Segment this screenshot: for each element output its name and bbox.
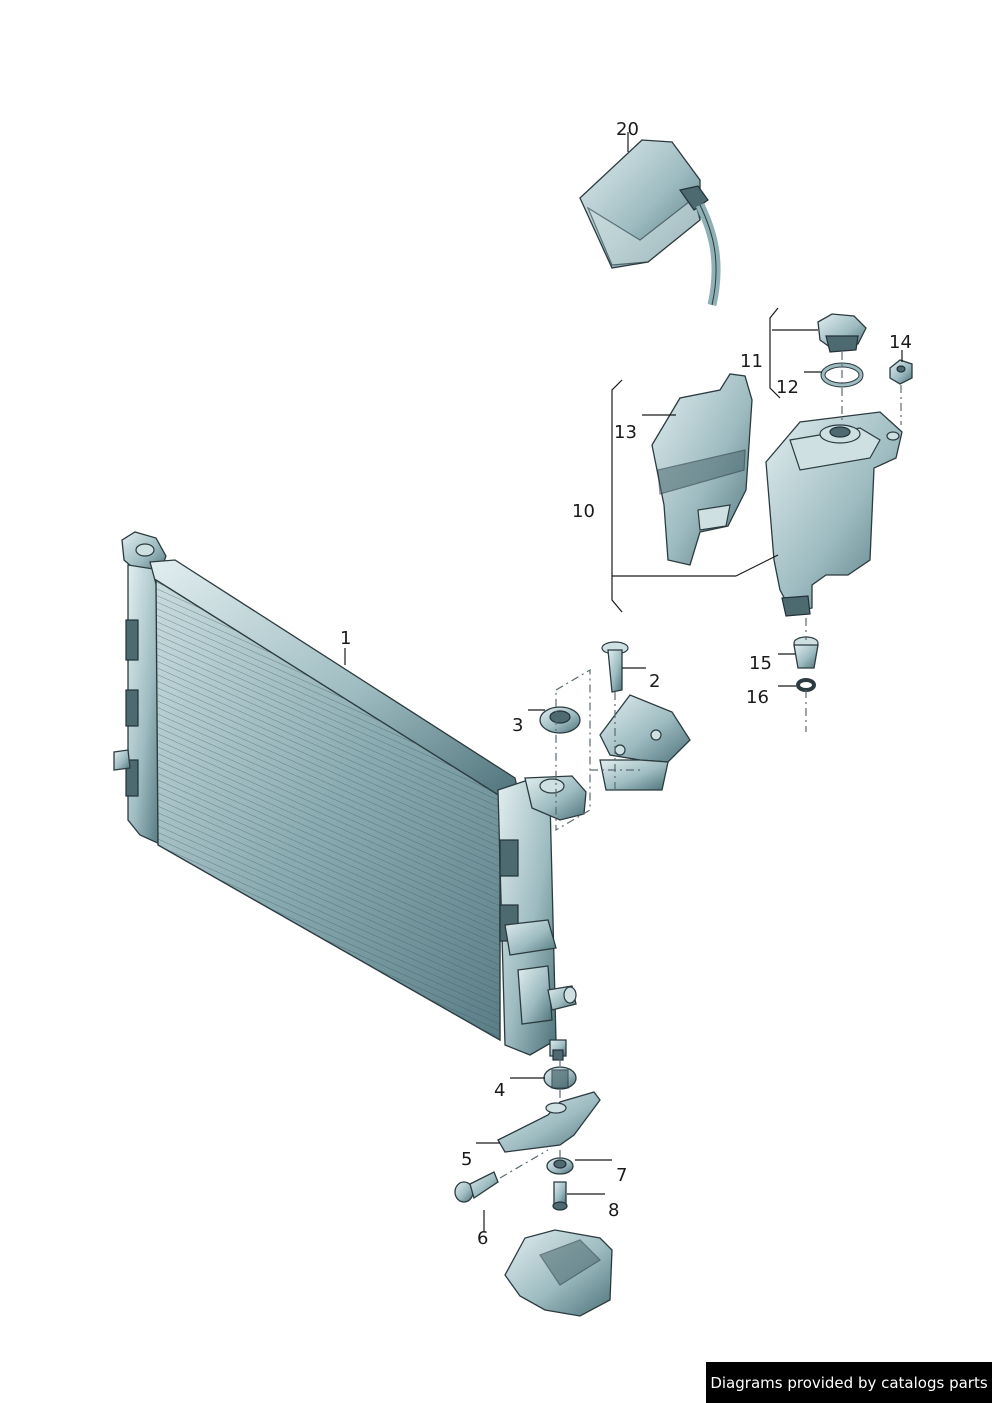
bump-stop-part-15 bbox=[793, 636, 819, 669]
nut-part-14 bbox=[889, 359, 913, 385]
callout-16: 16 bbox=[746, 687, 769, 708]
callout-6: 6 bbox=[477, 1228, 489, 1249]
callout-13: 13 bbox=[614, 422, 637, 443]
expansion-tank bbox=[765, 411, 903, 617]
leader-lines bbox=[344, 132, 903, 1232]
callout-15: 15 bbox=[749, 653, 772, 674]
callout-2: 2 bbox=[649, 671, 661, 692]
alignment-lines bbox=[499, 352, 902, 1179]
credit-banner: Diagrams provided by catalogs parts bbox=[706, 1362, 992, 1403]
callout-8: 8 bbox=[608, 1200, 620, 1221]
coolant-container-part-20 bbox=[579, 139, 721, 306]
heat-shield-part-13 bbox=[651, 373, 753, 566]
washer-part-7 bbox=[546, 1157, 574, 1175]
callout-3: 3 bbox=[512, 715, 524, 736]
radiator bbox=[113, 531, 587, 1061]
callout-12: 12 bbox=[776, 377, 799, 398]
bolt-part-8 bbox=[552, 1181, 568, 1211]
rubber-mount-part-4 bbox=[543, 1066, 577, 1090]
callout-14: 14 bbox=[889, 332, 912, 353]
bottom-carrier bbox=[504, 1229, 613, 1317]
bolt-part-2 bbox=[601, 641, 629, 693]
upper-bracket bbox=[599, 694, 691, 791]
screw-part-6 bbox=[454, 1171, 499, 1203]
callout-20: 20 bbox=[616, 119, 639, 140]
callout-7: 7 bbox=[616, 1165, 628, 1186]
callout-1: 1 bbox=[340, 628, 352, 649]
callout-5: 5 bbox=[461, 1149, 473, 1170]
callout-10: 10 bbox=[572, 501, 595, 522]
support-bracket-part-5 bbox=[497, 1091, 601, 1153]
callout-4: 4 bbox=[494, 1080, 506, 1101]
washer-part-16 bbox=[796, 678, 816, 692]
callout-11: 11 bbox=[740, 351, 763, 372]
cap-part-11 bbox=[817, 313, 867, 353]
grommet-part-3 bbox=[539, 706, 581, 734]
